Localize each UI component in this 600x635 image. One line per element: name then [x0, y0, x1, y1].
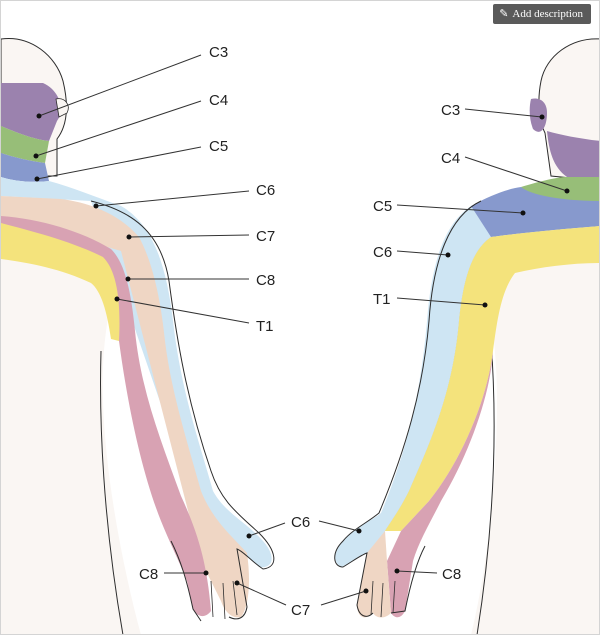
- add-description-label: Add description: [512, 8, 583, 20]
- left-label-c4: C4: [209, 92, 228, 109]
- right-arm-outline: [334, 200, 482, 617]
- shared-hand-label-c7: C7: [291, 602, 310, 619]
- right-finger-lines: [370, 580, 396, 618]
- left-label-t1: T1: [256, 318, 274, 335]
- right-label-c3: C3: [441, 102, 460, 119]
- left-label-c5: C5: [209, 138, 228, 155]
- left-label-c8: C8: [256, 272, 275, 289]
- left-ear: [55, 98, 69, 118]
- left-c8-region: [1, 216, 211, 617]
- right-c8-region: [387, 351, 493, 618]
- left-c3-region: [1, 83, 63, 141]
- right-c3-region: [529, 98, 547, 132]
- right-label-c5: C5: [373, 198, 392, 215]
- left-figure: C3 C4 C5 C6 C7 C8 T1 C6 C8: [1, 38, 310, 634]
- left-c7-region: [1, 196, 249, 618]
- right-label-c6: C6: [373, 244, 392, 261]
- left-t1-region: [1, 223, 120, 341]
- right-torso-outline: [476, 340, 495, 634]
- right-t1-region: [385, 226, 599, 531]
- pencil-icon: ✎: [499, 8, 509, 20]
- left-callouts: C3 C4 C5 C6 C7 C8 T1 C6 C8: [33, 44, 310, 606]
- left-label-c7: C7: [256, 228, 275, 245]
- right-c6-region: [335, 206, 491, 567]
- right-c3-neck: [547, 131, 599, 177]
- right-label-t1: T1: [373, 291, 391, 308]
- right-label-c4: C4: [441, 150, 460, 167]
- left-arm-outline: [90, 200, 275, 622]
- left-label-c6: C6: [256, 182, 275, 199]
- left-label-c3: C3: [209, 44, 228, 61]
- left-hand-label-c8: C8: [139, 566, 158, 583]
- right-figure: C3 C4 C5 C6 T1 C8 C6 C7: [291, 38, 599, 634]
- left-c5-region: [1, 153, 49, 182]
- left-torso: [1, 241, 141, 634]
- left-hand-label-c6: C6: [291, 514, 310, 531]
- right-torso: [471, 191, 599, 634]
- left-torso-outline: [100, 350, 124, 634]
- left-finger-lines: [210, 580, 238, 620]
- right-hand-label-c8: C8: [442, 566, 461, 583]
- add-description-button[interactable]: ✎ Add description: [493, 4, 591, 24]
- left-c6-region: [1, 177, 272, 568]
- right-callouts: C3 C4 C5 C6 T1 C8 C6: [318, 102, 570, 606]
